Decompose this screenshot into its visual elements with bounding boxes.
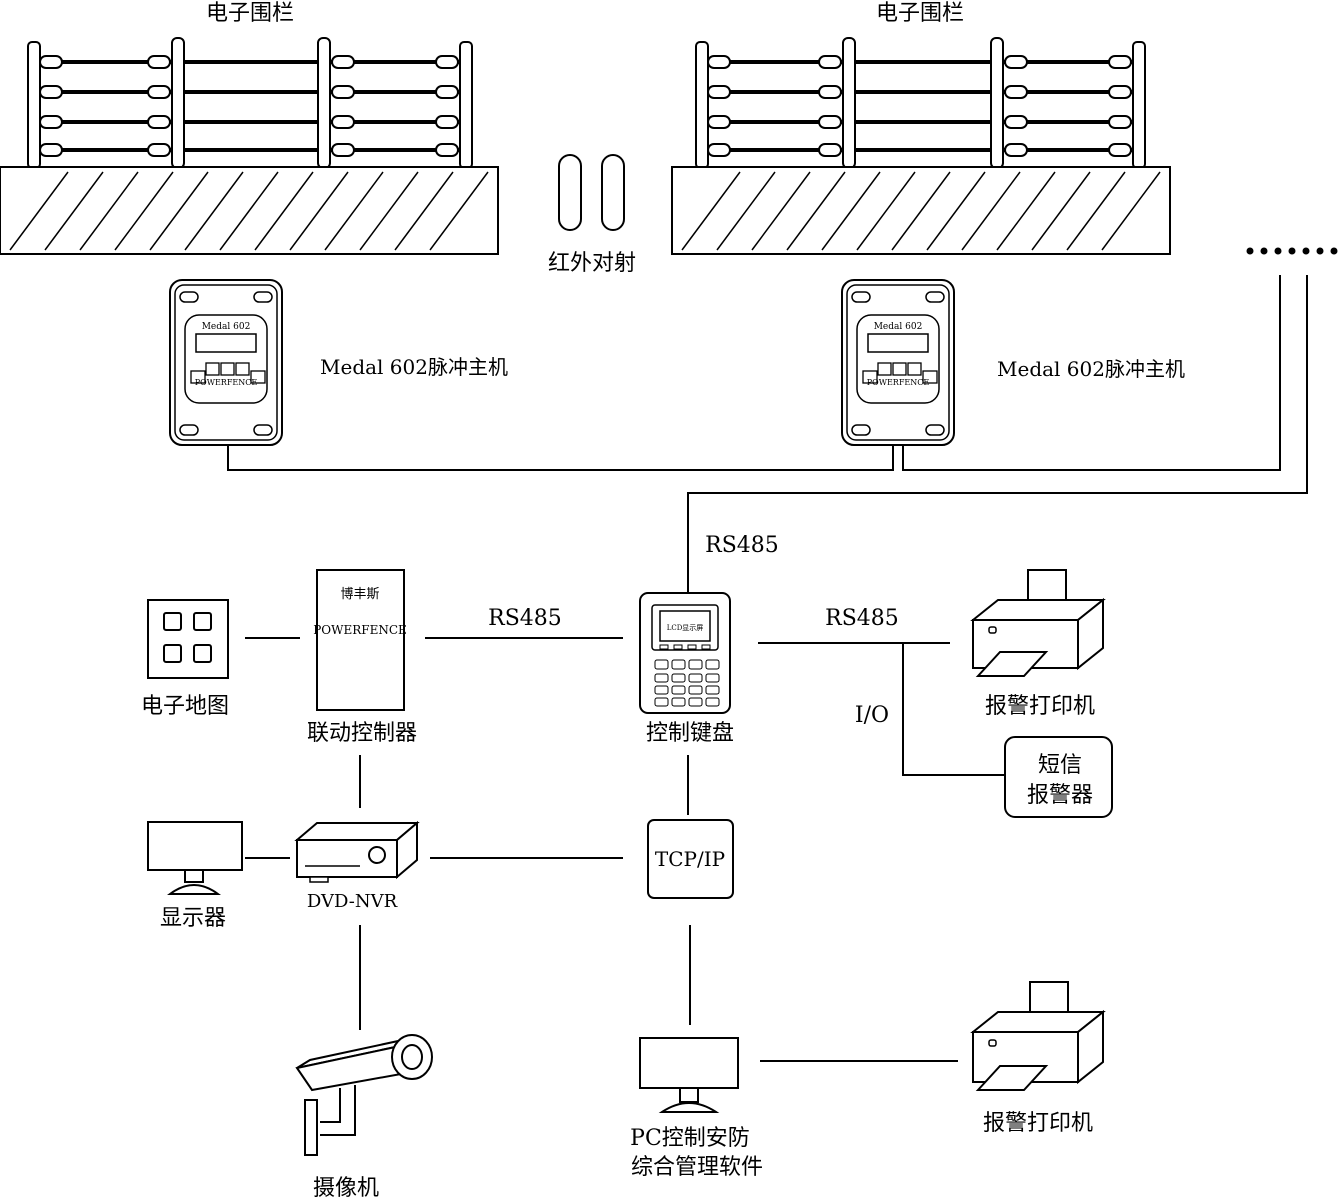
rs485-top-label: RS485 <box>705 533 779 558</box>
tcpip-node: TCP/IP <box>647 819 734 899</box>
host-left-brand-text: POWERFENCE <box>195 378 258 387</box>
controller-label: 联动控制器 <box>307 721 417 746</box>
controller-english-brand: POWERFENCE <box>313 623 407 637</box>
nvr-label: DVD-NVR <box>307 891 398 912</box>
tcpip-label: TCP/IP <box>655 847 725 871</box>
infrared-beam: 红外对射 <box>548 154 636 276</box>
infrared-label: 红外对射 <box>548 251 636 276</box>
monitor-label: 显示器 <box>160 906 226 931</box>
dvd-nvr: DVD-NVR <box>294 820 420 912</box>
keyboard-lcd <box>659 610 711 642</box>
host-right-label: Medal 602脉冲主机 <box>997 357 1185 381</box>
pulse-host-right: Medal 602 POWERFENCE Medal 602脉冲主机 <box>841 279 1185 446</box>
sms-alarm-line2: 报警器 <box>1027 783 1093 808</box>
camera-label: 摄像机 <box>313 1176 379 1200</box>
fence-left-label: 电子围栏 <box>206 1 294 26</box>
fence-right-label: 电子围栏 <box>876 1 964 26</box>
pc-label-line1: PC控制安防 <box>630 1126 750 1151</box>
nvr-knob-icon <box>368 846 386 864</box>
continuation-dots <box>1246 247 1338 255</box>
camera: 摄像机 <box>295 1034 433 1200</box>
rs485-left-label: RS485 <box>488 606 562 631</box>
sms-alarm: 短信 报警器 <box>1004 736 1113 818</box>
host-right-display <box>867 333 929 353</box>
controller-chinese-brand: 博丰斯 <box>340 587 379 602</box>
infrared-emitter-icon <box>558 154 582 231</box>
electronic-fence-right: 电子围栏 <box>671 1 1171 255</box>
map-panel-icon <box>147 599 229 679</box>
pulse-host-left: Medal 602 POWERFENCE Medal 602脉冲主机 <box>169 279 508 446</box>
host-right-brand-text: POWERFENCE <box>867 378 930 387</box>
host-left-label: Medal 602脉冲主机 <box>320 355 508 379</box>
host-left-device-text: Medal 602 <box>202 322 251 332</box>
electronic-map: 电子地图 <box>141 599 229 719</box>
connection-lines <box>227 275 1308 1062</box>
pc-label-line2: 综合管理软件 <box>631 1155 763 1180</box>
emap-label: 电子地图 <box>141 694 229 719</box>
electronic-fence-left: 电子围栏 <box>0 1 499 255</box>
sms-alarm-line1: 短信 <box>1038 753 1082 778</box>
printer-top-label: 报警打印机 <box>985 694 1095 719</box>
control-keyboard: LCD显示屏 控制键盘 <box>639 592 734 746</box>
io-label: I/O <box>855 703 889 728</box>
keyboard-label: 控制键盘 <box>646 721 734 746</box>
printer-bottom-label: 报警打印机 <box>983 1111 1093 1136</box>
keyboard-lcd-text: LCD显示屏 <box>667 624 704 632</box>
monitor: 显示器 <box>147 821 243 931</box>
infrared-receiver-icon <box>601 154 625 231</box>
host-right-device-text: Medal 602 <box>874 322 923 332</box>
host-left-display <box>195 333 257 353</box>
pc-monitor-icon <box>639 1037 739 1089</box>
rs485-right-label: RS485 <box>825 606 899 631</box>
alarm-printer-bottom: 报警打印机 <box>970 981 1106 1136</box>
monitor-icon <box>147 821 243 871</box>
linkage-controller: 博丰斯 POWERFENCE 联动控制器 <box>307 569 417 746</box>
pc-workstation: PC控制安防 综合管理软件 <box>630 1037 763 1180</box>
alarm-printer-top: 报警打印机 <box>970 569 1106 719</box>
